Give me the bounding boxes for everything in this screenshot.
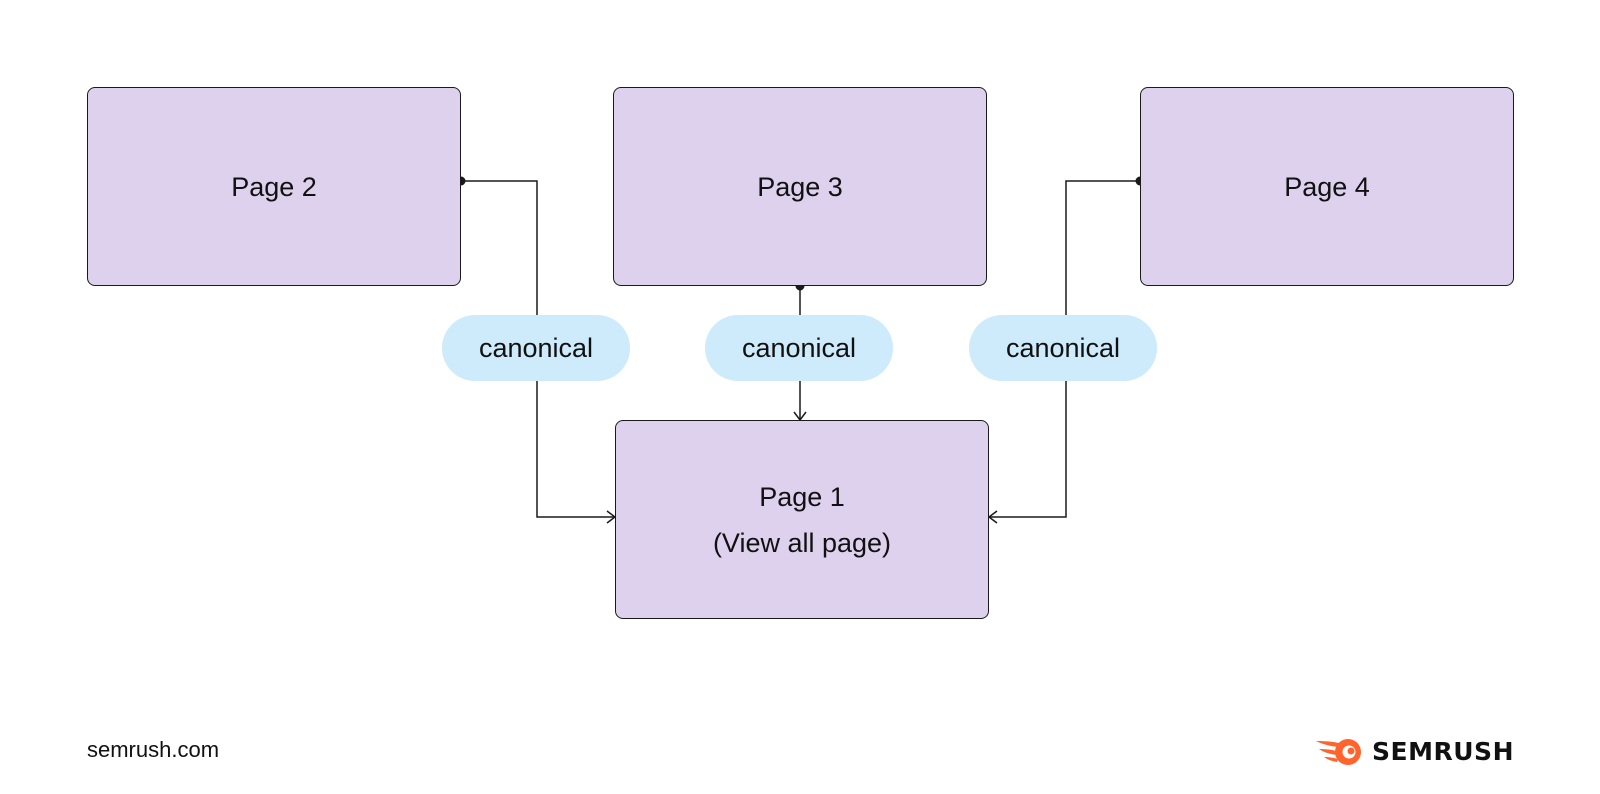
box-page4-label: Page 4 — [1284, 171, 1370, 202]
site-url: semrush.com — [87, 737, 220, 762]
logo-text: SEMRUSH — [1372, 736, 1514, 766]
edge-label-page2: canonical — [442, 315, 630, 381]
box-page1-label: Page 1 — [759, 481, 845, 512]
arrowhead-page4 — [987, 510, 998, 524]
edge-label-page4: canonical — [969, 315, 1157, 381]
box-page1: Page 1 (View all page) — [615, 420, 989, 619]
box-page4: Page 4 — [1140, 87, 1514, 286]
semrush-flame-icon — [1316, 739, 1362, 765]
edge-label-page3: canonical — [705, 315, 893, 381]
box-page2: Page 2 — [87, 87, 461, 286]
box-page2-label: Page 2 — [231, 171, 317, 202]
box-page3-label: Page 3 — [757, 171, 843, 202]
box-page1-sublabel: (View all page) — [712, 527, 892, 558]
semrush-logo: SEMRUSH — [1314, 735, 1514, 767]
box-page3: Page 3 — [613, 87, 987, 286]
